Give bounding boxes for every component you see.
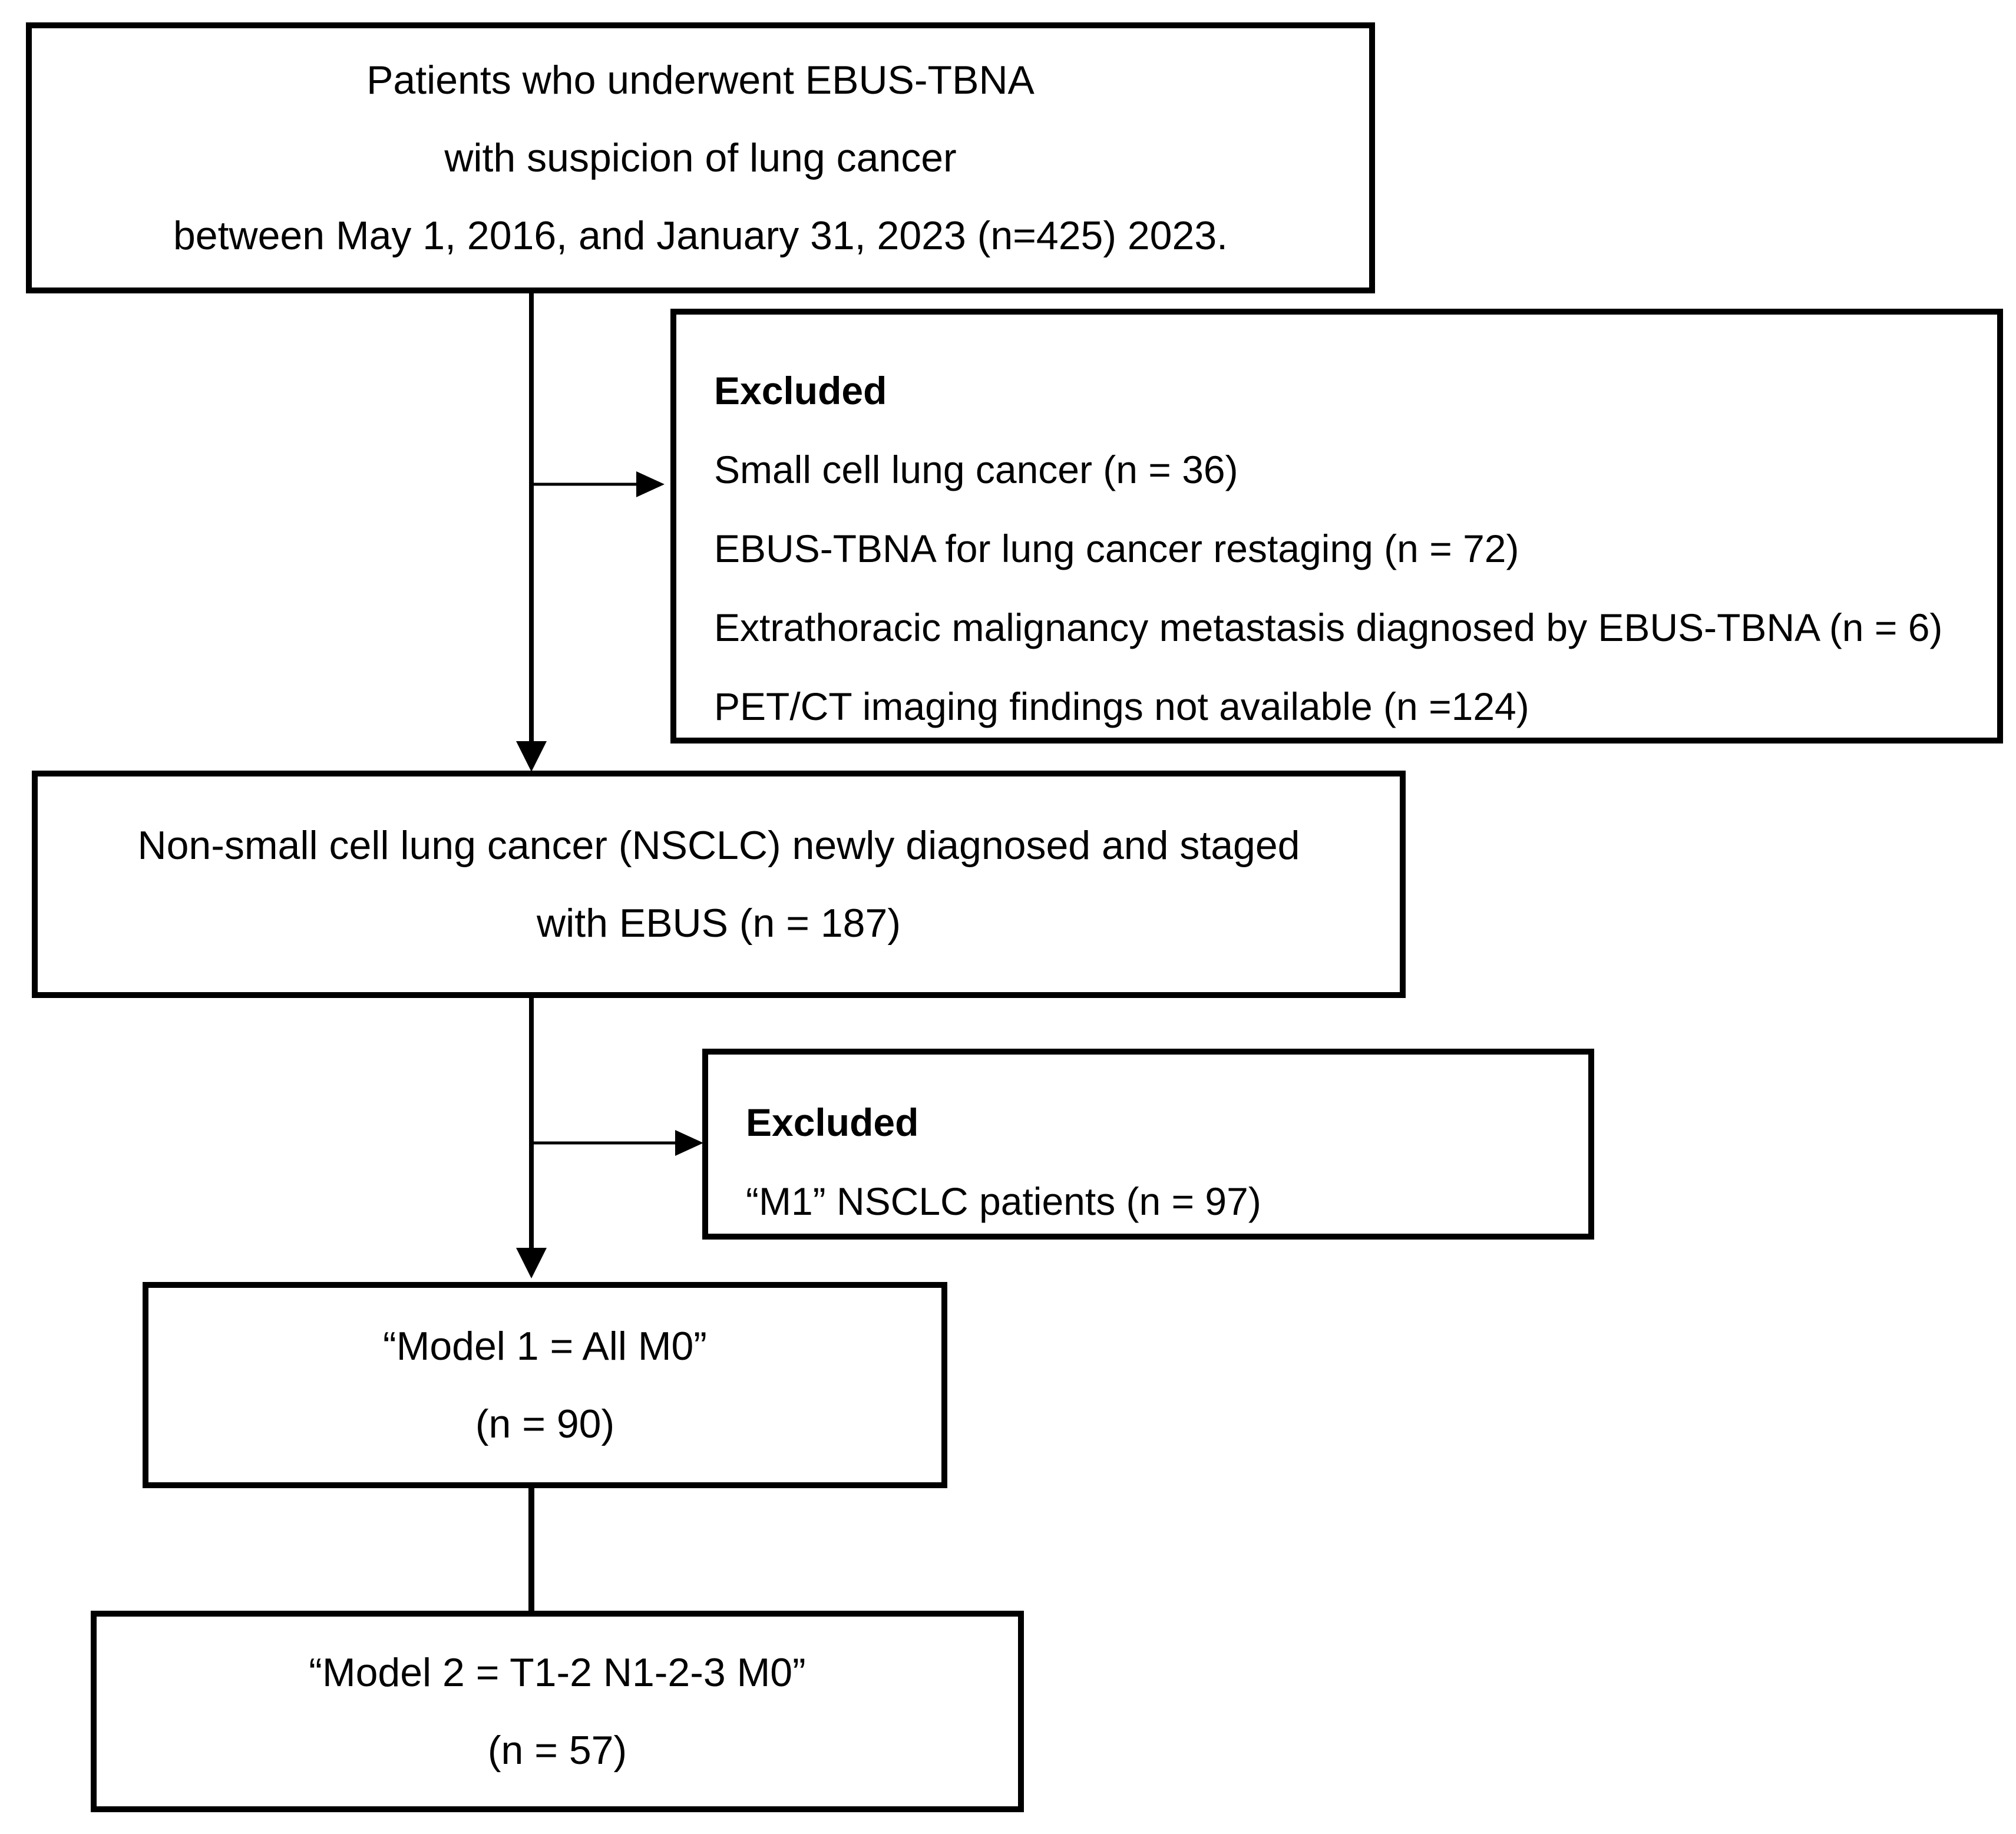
exclusion-2-title: Excluded — [746, 1101, 919, 1144]
box-model-1-line-1: “Model 1 = All M0” — [383, 1324, 707, 1369]
exclusion-1-title: Excluded — [714, 369, 887, 412]
arrowhead-exclusion1 — [636, 471, 665, 497]
arrowhead-box2 — [516, 741, 547, 772]
arrowhead-exclusion2 — [675, 1130, 703, 1156]
box-nsclc-cohort: Non-small cell lung cancer (NSCLC) newly… — [32, 771, 1406, 998]
box-nsclc-line-2: with EBUS (n = 187) — [537, 901, 901, 946]
box-model-2: “Model 2 = T1-2 N1-2-3 M0” (n = 57) — [91, 1611, 1024, 1812]
exclusion-1-item: Extrathoracic malignancy metastasis diag… — [714, 606, 1943, 649]
box-model-2-line-2: (n = 57) — [487, 1728, 627, 1773]
box-initial-line-3: between May 1, 2016, and January 31, 202… — [173, 213, 1228, 258]
box-initial-line-2: with suspicion of lung cancer — [444, 136, 957, 180]
box-nsclc-line-1: Non-small cell lung cancer (NSCLC) newly… — [137, 823, 1300, 868]
box-exclusion-2: Excluded “M1” NSCLC patients (n = 97) — [702, 1049, 1594, 1240]
box-initial-cohort: Patients who underwent EBUS-TBNA with su… — [26, 22, 1375, 293]
arrowhead-box3 — [516, 1248, 547, 1278]
box-model-2-line-1: “Model 2 = T1-2 N1-2-3 M0” — [309, 1650, 806, 1695]
box-exclusion-1: Excluded Small cell lung cancer (n = 36)… — [670, 309, 2003, 743]
box-model-1-line-2: (n = 90) — [475, 1402, 615, 1446]
exclusion-1-item: Small cell lung cancer (n = 36) — [714, 448, 1238, 491]
exclusion-1-item: EBUS-TBNA for lung cancer restaging (n =… — [714, 527, 1519, 570]
exclusion-1-item: PET/CT imaging findings not available (n… — [714, 685, 1529, 728]
box-initial-line-1: Patients who underwent EBUS-TBNA — [366, 58, 1035, 103]
box-model-1: “Model 1 = All M0” (n = 90) — [143, 1282, 947, 1488]
exclusion-2-item: “M1” NSCLC patients (n = 97) — [746, 1179, 1261, 1223]
